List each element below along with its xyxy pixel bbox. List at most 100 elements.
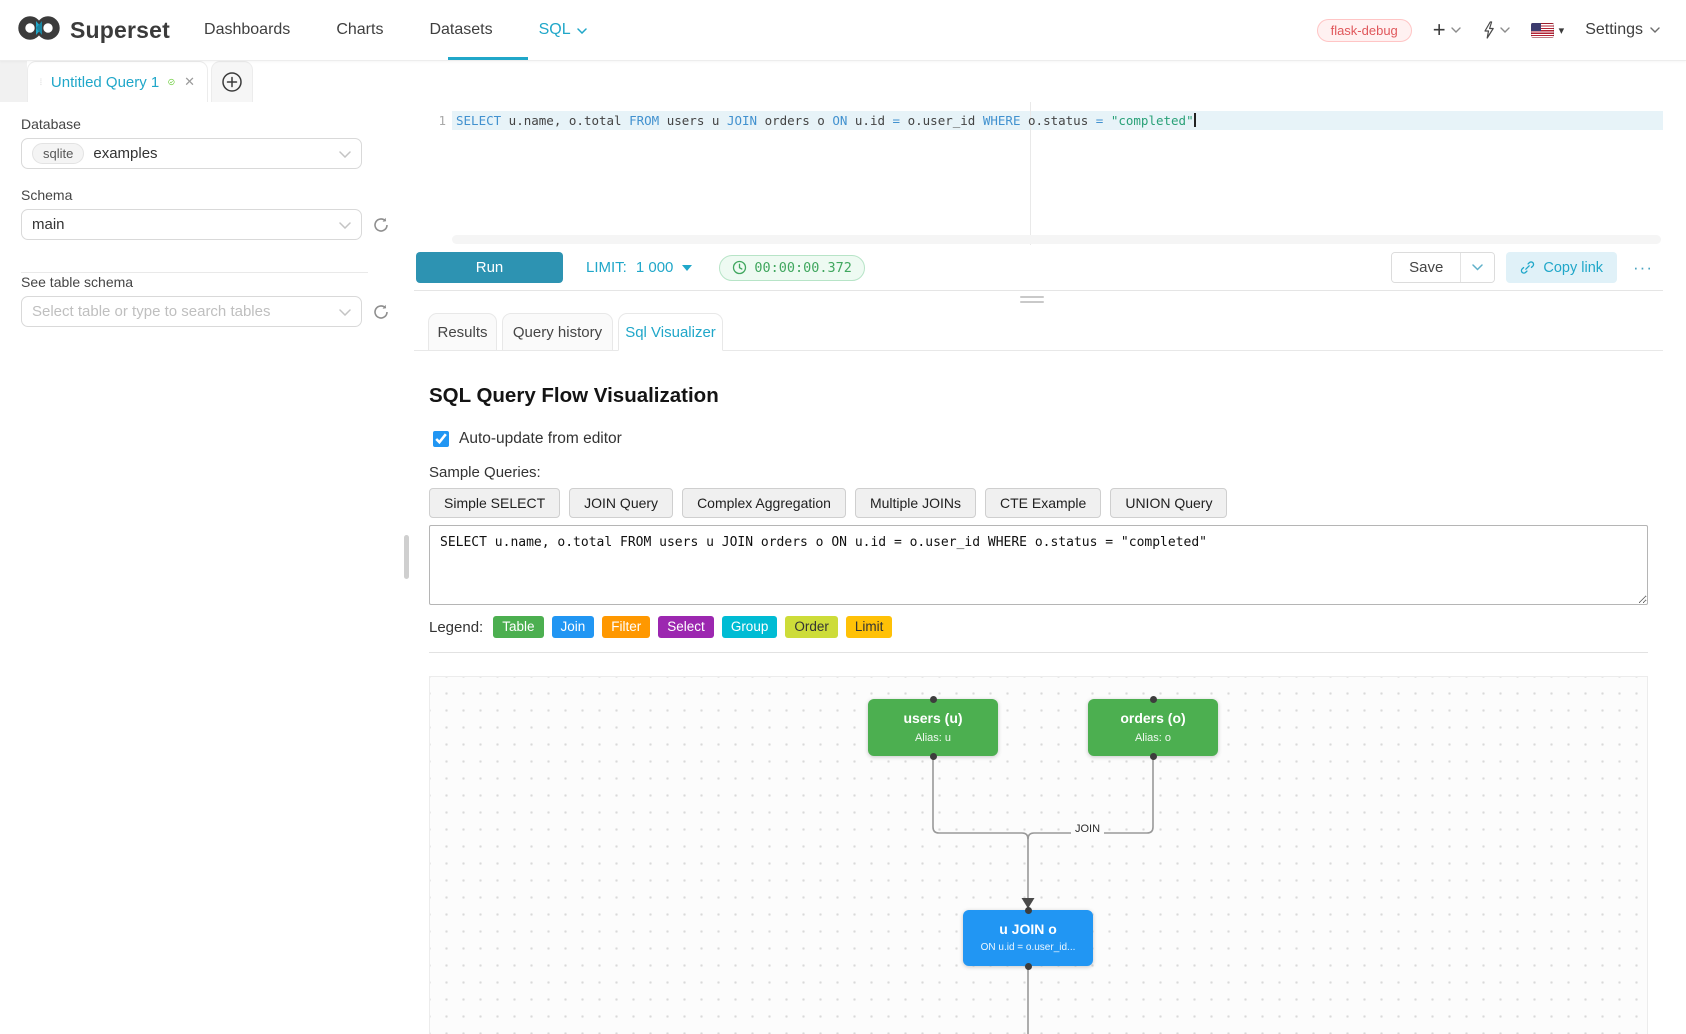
line-number: 1 — [438, 113, 446, 128]
editor-toolbar: Run LIMIT: 1 000 00:00:00.372 Save — [414, 245, 1663, 291]
database-value: examples — [93, 145, 158, 162]
flow-edges — [932, 756, 1154, 1034]
tab-strip-left-pad — [0, 61, 27, 102]
nav-item-datasets[interactable]: Datasets — [429, 21, 493, 38]
query-tab-untitled-1[interactable]: Untitled Query 1 ✕ — [27, 61, 208, 102]
schema-value: main — [32, 216, 65, 233]
sample-multiple-joins-button[interactable]: Multiple JOINs — [854, 488, 976, 518]
node-title: u JOIN o — [999, 921, 1057, 937]
auto-update-row[interactable]: Auto-update from editor — [433, 430, 622, 448]
environment-tag: flask-debug — [1316, 18, 1412, 42]
auto-update-label: Auto-update from editor — [459, 430, 622, 447]
drag-handle-icon — [40, 78, 42, 86]
limit-value: 1 000 — [635, 259, 674, 276]
close-tab-icon[interactable]: ✕ — [184, 74, 195, 89]
nav-item-charts[interactable]: Charts — [336, 21, 384, 38]
auto-update-checkbox[interactable] — [433, 431, 449, 447]
tab-sql-visualizer[interactable]: Sql Visualizer — [618, 313, 723, 351]
saved-check-icon — [168, 78, 175, 86]
edge-join-label: JOIN — [1071, 823, 1105, 835]
save-caret-button[interactable] — [1461, 253, 1495, 282]
panel-divider — [429, 652, 1648, 653]
save-button[interactable]: Save — [1392, 253, 1462, 282]
legend-label: Legend: — [429, 618, 484, 636]
sample-complex-aggregation-button[interactable]: Complex Aggregation — [682, 488, 846, 518]
schema-select[interactable]: main — [21, 209, 362, 240]
nav-item-dashboards[interactable]: Dashboards — [204, 21, 291, 38]
sidebar-scrollbar[interactable] — [404, 535, 409, 579]
sample-cte-example-button[interactable]: CTE Example — [984, 488, 1102, 518]
sample-union-query-button[interactable]: UNION Query — [1110, 488, 1228, 518]
language-picker[interactable]: ▾ — [1530, 22, 1565, 38]
sample-queries-label: Sample Queries: — [429, 464, 541, 481]
new-query-tab-button[interactable] — [211, 61, 253, 102]
limit-label: LIMIT: — [586, 259, 627, 276]
tab-results[interactable]: Results — [428, 313, 497, 351]
sql-visualizer-panel: SQL Query Flow Visualization Auto-update… — [429, 350, 1648, 1034]
sql-input-textarea[interactable]: SELECT u.name, o.total FROM users u JOIN… — [429, 525, 1648, 605]
superset-brand[interactable]: Superset — [16, 13, 170, 48]
sqllab-sidebar: Database sqlite examples Schema main See… — [0, 102, 407, 1034]
legend-chip-select: Select — [658, 616, 714, 639]
chevron-down-icon — [1499, 27, 1510, 33]
tab-query-history[interactable]: Query history — [502, 313, 613, 351]
legend-chip-filter: Filter — [602, 616, 651, 639]
sample-join-query-button[interactable]: JOIN Query — [569, 488, 674, 518]
chevron-down-icon — [1650, 27, 1660, 33]
legend: Legend: Table Join Filter Select Group O… — [429, 616, 893, 639]
database-select[interactable]: sqlite examples — [21, 138, 362, 169]
us-flag-icon — [1530, 22, 1554, 38]
sidebar-divider — [21, 272, 368, 273]
legend-chip-limit: Limit — [845, 616, 893, 639]
plus-icon: + — [1432, 17, 1446, 42]
query-tab-strip: Untitled Query 1 ✕ — [0, 61, 1686, 102]
editor-scrollbar[interactable] — [452, 235, 1661, 244]
copy-link-button[interactable]: Copy link — [1506, 252, 1618, 283]
node-users[interactable]: users (u) Alias: u — [868, 695, 998, 760]
superset-logo-icon — [16, 13, 62, 48]
navbar-right: flask-debug + ▾ Settings — [1316, 18, 1686, 42]
new-item-menu[interactable]: + — [1433, 19, 1461, 41]
chevron-down-icon — [339, 303, 351, 321]
print-margin-line — [1030, 102, 1031, 245]
schema-label: Schema — [21, 187, 73, 203]
legend-chip-order: Order — [785, 616, 838, 639]
node-title: users (u) — [903, 710, 963, 726]
legend-chip-table: Table — [493, 616, 544, 639]
schema-refresh-icon[interactable] — [372, 216, 390, 234]
active-nav-underline — [448, 57, 528, 60]
top-navbar: Superset Dashboards Charts Datasets SQL … — [0, 0, 1686, 61]
limit-dropdown[interactable]: LIMIT: 1 000 — [586, 259, 693, 276]
main-nav: Dashboards Charts Datasets SQL — [204, 0, 587, 60]
pane-resize-handle[interactable] — [1020, 296, 1044, 306]
caret-down-icon — [682, 264, 693, 271]
settings-menu[interactable]: Settings — [1585, 21, 1660, 39]
chevron-down-icon — [339, 216, 351, 234]
table-refresh-icon[interactable] — [372, 303, 390, 321]
table-select[interactable]: Select table or type to search tables — [21, 296, 362, 327]
more-options-button[interactable]: ··· — [1633, 258, 1653, 277]
legend-chip-group: Group — [721, 616, 778, 639]
clock-icon — [733, 260, 747, 275]
elapsed-value: 00:00:00.372 — [754, 259, 852, 276]
node-subtitle: Alias: u — [914, 732, 952, 744]
brand-name: Superset — [70, 16, 171, 43]
sql-code-line: SELECT u.name, o.total FROM users u JOIN… — [456, 113, 1196, 128]
sql-editor[interactable]: 1 SELECT u.name, o.total FROM users u JO… — [414, 102, 1663, 245]
caret-down-icon: ▾ — [1558, 24, 1565, 37]
sql-workpane: 1 SELECT u.name, o.total FROM users u JO… — [414, 102, 1686, 1034]
sample-simple-select-button[interactable]: Simple SELECT — [429, 488, 561, 518]
node-subtitle: ON u.id = o.user_id... — [980, 942, 1076, 953]
query-search-menu[interactable] — [1482, 21, 1510, 39]
node-join[interactable]: u JOIN o ON u.id = o.user_id... — [963, 906, 1093, 970]
database-label: Database — [21, 116, 81, 132]
run-button[interactable]: Run — [416, 252, 563, 283]
node-orders[interactable]: orders (o) Alias: o — [1088, 695, 1218, 760]
db-engine-badge: sqlite — [32, 143, 85, 164]
sample-query-buttons: Simple SELECT JOIN Query Complex Aggrega… — [429, 488, 1228, 518]
nav-item-sql[interactable]: SQL — [539, 21, 587, 39]
table-schema-label: See table schema — [21, 274, 134, 290]
node-title: orders (o) — [1120, 710, 1186, 726]
flow-canvas[interactable]: users (u) Alias: u orders (o) Alias: o u… — [429, 676, 1648, 1034]
